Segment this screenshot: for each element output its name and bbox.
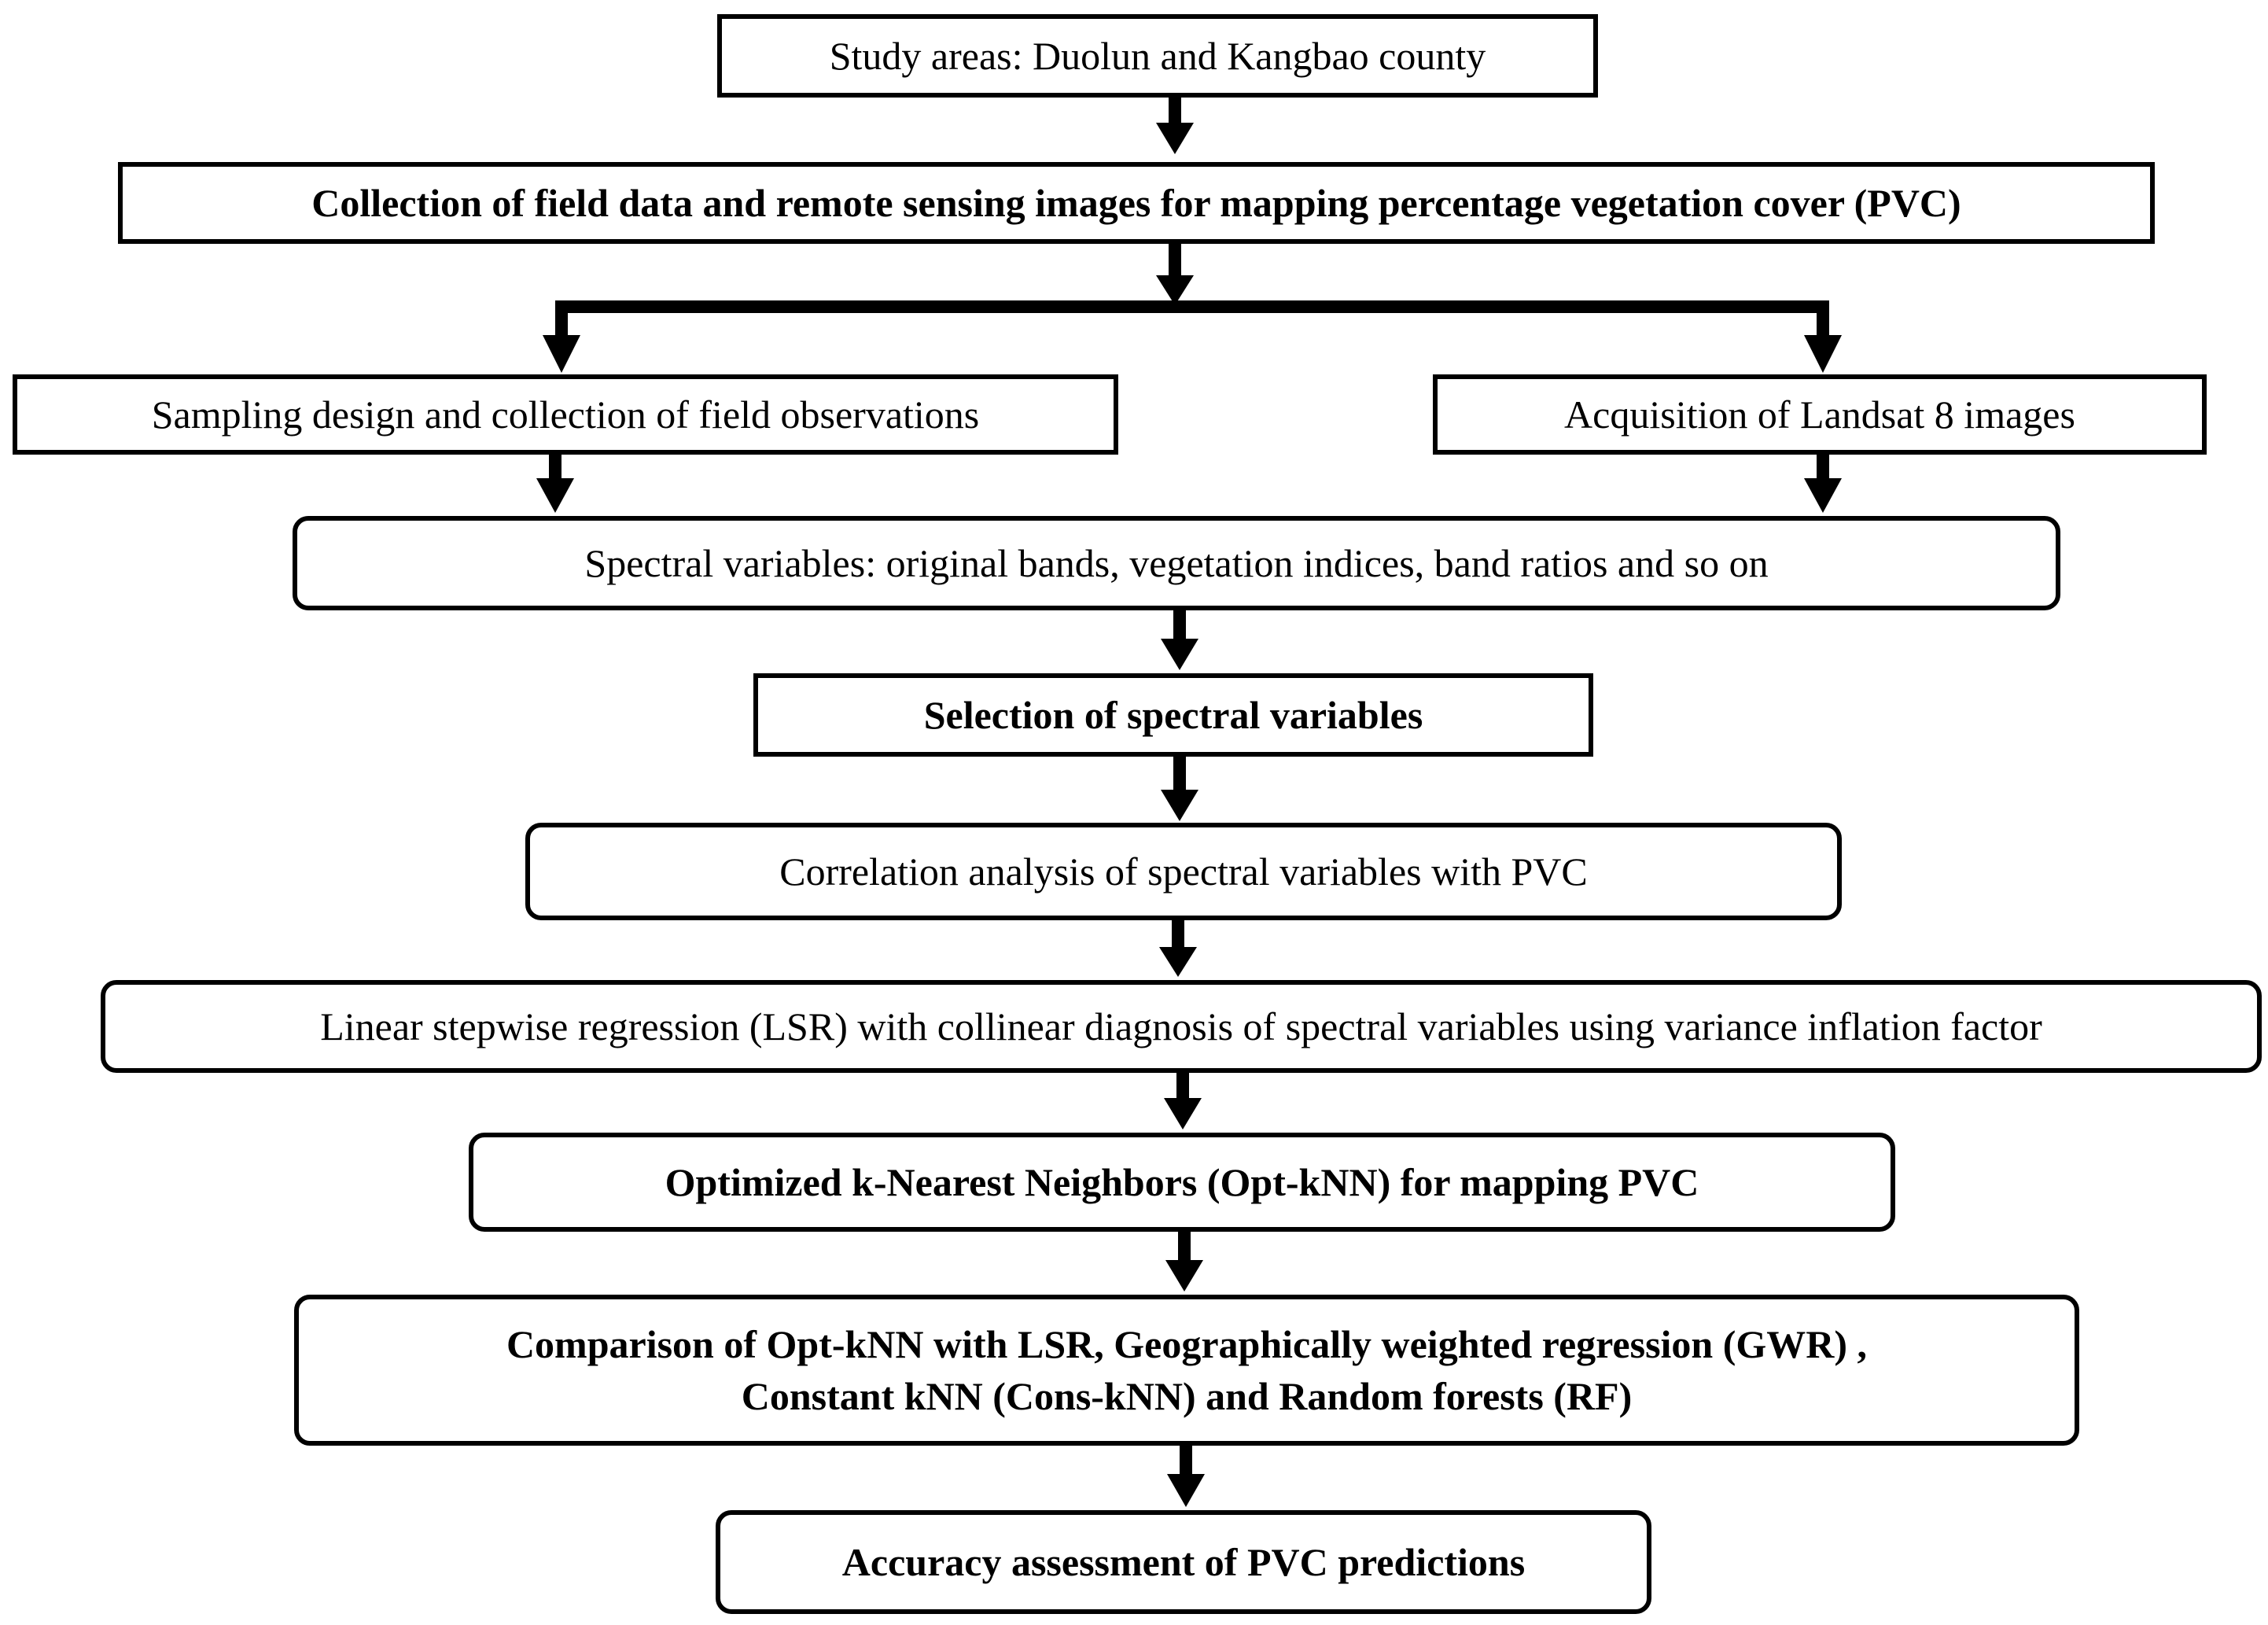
arrow-landsat-to-spectral-shaft	[1817, 455, 1829, 481]
box-lsr-text: Linear stepwise regression (LSR) with co…	[320, 1004, 2042, 1048]
arrow-study-to-collection-shaft	[1169, 98, 1181, 126]
arrow-lsr-to-optknn-shaft	[1176, 1073, 1189, 1101]
box-correlation: Correlation analysis of spectral variabl…	[525, 823, 1842, 920]
box-landsat: Acquisition of Landsat 8 images	[1433, 374, 2207, 455]
box-collection-text: Collection of field data and remote sens…	[311, 181, 1961, 225]
box-optknn-text: Optimized k-Nearest Neighbors (Opt-kNN) …	[665, 1160, 1699, 1204]
arrow-sampling-to-spectral-head	[536, 478, 574, 513]
arrow-split-to-landsat-shaft	[1817, 300, 1829, 338]
box-study-areas-text: Study areas: Duolun and Kangbao county	[829, 34, 1486, 78]
box-sampling: Sampling design and collection of field …	[13, 374, 1118, 455]
box-spectral-variables-text: Spectral variables: original bands, vege…	[584, 541, 1769, 585]
arrow-landsat-to-spectral-head	[1804, 478, 1842, 513]
box-spectral-variables: Spectral variables: original bands, vege…	[293, 516, 2060, 610]
arrow-collection-to-split-head	[1156, 275, 1194, 305]
box-lsr: Linear stepwise regression (LSR) with co…	[101, 980, 2262, 1073]
arrow-spectral-to-selection-head	[1161, 639, 1198, 670]
arrow-lsr-to-optknn-head	[1164, 1098, 1202, 1129]
arrow-comparison-to-accuracy-head	[1167, 1474, 1205, 1507]
box-optknn: Optimized k-Nearest Neighbors (Opt-kNN) …	[469, 1133, 1895, 1232]
arrow-selection-to-correlation-shaft	[1173, 757, 1186, 793]
box-sampling-text: Sampling design and collection of field …	[151, 392, 980, 437]
box-collection: Collection of field data and remote sens…	[118, 162, 2155, 244]
box-comparison-line2: Constant kNN (Cons-kNN) and Random fores…	[741, 1374, 1633, 1418]
arrow-selection-to-correlation-head	[1161, 790, 1198, 821]
split-bar	[555, 300, 1829, 313]
box-selection: Selection of spectral variables	[753, 673, 1593, 757]
arrow-split-to-sampling-head	[543, 335, 580, 373]
arrow-optknn-to-comparison-shaft	[1178, 1232, 1191, 1263]
box-accuracy: Accuracy assessment of PVC predictions	[716, 1510, 1651, 1614]
box-correlation-text: Correlation analysis of spectral variabl…	[779, 849, 1588, 894]
box-study-areas: Study areas: Duolun and Kangbao county	[717, 14, 1598, 98]
box-comparison-line1: Comparison of Opt-kNN with LSR, Geograph…	[506, 1322, 1868, 1366]
arrow-optknn-to-comparison-head	[1165, 1260, 1203, 1292]
arrow-study-to-collection-head	[1156, 123, 1194, 154]
arrow-split-to-sampling-shaft	[555, 300, 568, 338]
arrow-comparison-to-accuracy-shaft	[1180, 1446, 1192, 1477]
box-comparison: Comparison of Opt-kNN with LSR, Geograph…	[294, 1295, 2079, 1446]
arrow-correlation-to-lsr-shaft	[1172, 920, 1184, 950]
box-accuracy-text: Accuracy assessment of PVC predictions	[841, 1540, 1526, 1584]
arrow-collection-to-split-shaft	[1169, 244, 1181, 280]
box-landsat-text: Acquisition of Landsat 8 images	[1564, 392, 2075, 437]
arrow-split-to-landsat-head	[1804, 335, 1842, 373]
arrow-correlation-to-lsr-head	[1159, 947, 1197, 977]
box-selection-text: Selection of spectral variables	[923, 693, 1423, 737]
arrow-spectral-to-selection-shaft	[1173, 610, 1186, 642]
arrow-sampling-to-spectral-shaft	[549, 455, 561, 481]
